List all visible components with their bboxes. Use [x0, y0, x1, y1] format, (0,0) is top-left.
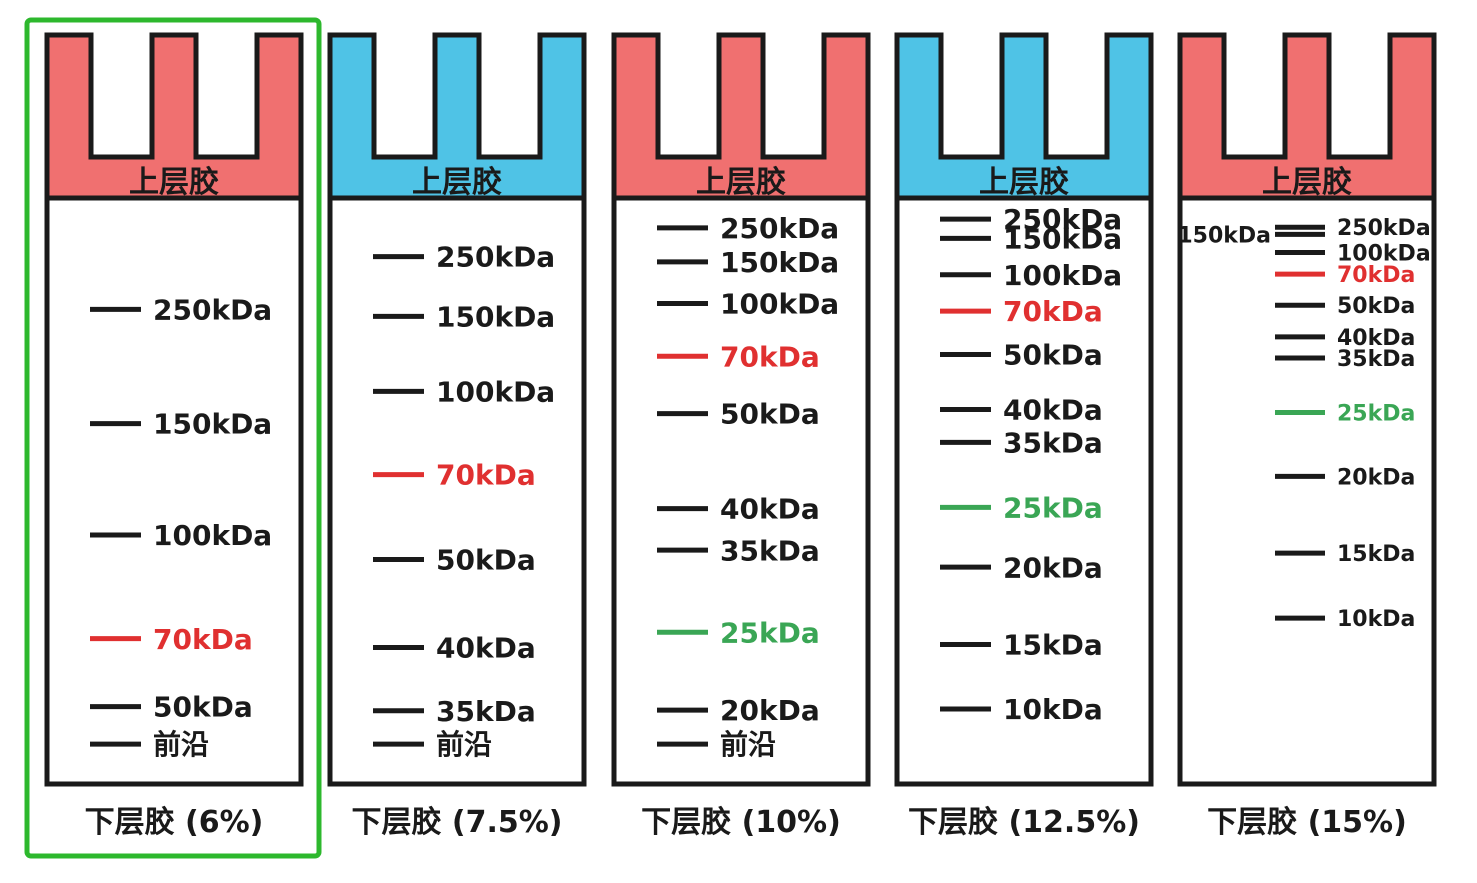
band-label: 100kDa: [153, 519, 272, 552]
band-label: 前沿: [153, 728, 209, 761]
stacking-gel-label: 上层胶: [696, 165, 786, 200]
band-label: 150kDa: [1003, 223, 1122, 256]
band-label: 250kDa: [1003, 203, 1122, 236]
band-label: 70kDa: [1003, 295, 1103, 328]
band-label: 20kDa: [720, 694, 820, 727]
gel-caption: 下层胶 (6%): [85, 805, 264, 840]
stacking-gel-label: 上层胶: [412, 165, 502, 200]
band-label: 150kDa: [436, 300, 555, 333]
band-label: 20kDa: [1337, 465, 1415, 490]
band-label: 50kDa: [436, 544, 536, 577]
band-label: 250kDa: [1337, 216, 1431, 241]
band-label: 100kDa: [436, 375, 555, 408]
band-label: 150kDa: [1177, 223, 1271, 248]
band-label: 35kDa: [720, 534, 820, 567]
band-label: 15kDa: [1003, 629, 1103, 662]
band-label: 40kDa: [720, 493, 820, 526]
band-label: 20kDa: [1003, 551, 1103, 584]
band-label: 35kDa: [1337, 347, 1415, 372]
band-label: 前沿: [720, 728, 776, 761]
band-label: 前沿: [436, 728, 492, 761]
band-label: 35kDa: [436, 695, 536, 728]
gel-caption: 下层胶 (10%): [641, 805, 841, 840]
gel-caption: 下层胶 (7.5%): [351, 805, 562, 840]
gel-2[interactable]: 上层胶 250kDa 150kDa 100kDa 70kDa 50kDa 40kDa 35kD…: [327, 32, 587, 840]
band-label: 50kDa: [1003, 339, 1103, 372]
band-label: 100kDa: [1337, 241, 1431, 266]
band-label: 70kDa: [720, 340, 820, 373]
band-label: 25kDa: [1003, 491, 1103, 524]
band-label: 70kDa: [436, 459, 536, 492]
band-label: 40kDa: [1003, 394, 1103, 427]
stacking-gel-label: 上层胶: [979, 165, 1069, 200]
band-label: 100kDa: [720, 288, 839, 321]
resolving-gel: [1177, 195, 1437, 787]
band-label: 50kDa: [1337, 294, 1415, 319]
gel-caption: 下层胶 (12.5%): [908, 805, 1140, 840]
band-label: 40kDa: [1337, 326, 1415, 351]
band-label: 10kDa: [1003, 693, 1103, 726]
gel-caption: 下层胶 (15%): [1207, 805, 1407, 840]
band-label: 10kDa: [1337, 607, 1415, 632]
resolving-gel: [44, 195, 304, 787]
band-label: 70kDa: [1337, 263, 1415, 288]
resolving-gel: [327, 195, 587, 787]
band-label: 40kDa: [436, 632, 536, 665]
band-label: 25kDa: [720, 616, 820, 649]
band-label: 150kDa: [153, 408, 272, 441]
band-label: 50kDa: [153, 691, 253, 724]
stacking-gel-label: 上层胶: [1262, 165, 1352, 200]
selection-border[interactable]: [24, 17, 322, 859]
band-label: 35kDa: [1003, 426, 1103, 459]
band-label: 70kDa: [153, 623, 253, 656]
stacking-gel-label: 上层胶: [129, 165, 219, 200]
band-label: 250kDa: [436, 241, 555, 274]
band-label: 250kDa: [720, 212, 839, 245]
band-label: 25kDa: [1337, 401, 1415, 426]
band-label: 100kDa: [1003, 259, 1122, 292]
band-label: 250kDa: [153, 293, 272, 326]
resolving-gel: [611, 195, 871, 787]
band-label: 150kDa: [720, 246, 839, 279]
band-label: 15kDa: [1337, 542, 1415, 567]
band-label: 50kDa: [720, 398, 820, 431]
resolving-gel: [894, 195, 1154, 787]
